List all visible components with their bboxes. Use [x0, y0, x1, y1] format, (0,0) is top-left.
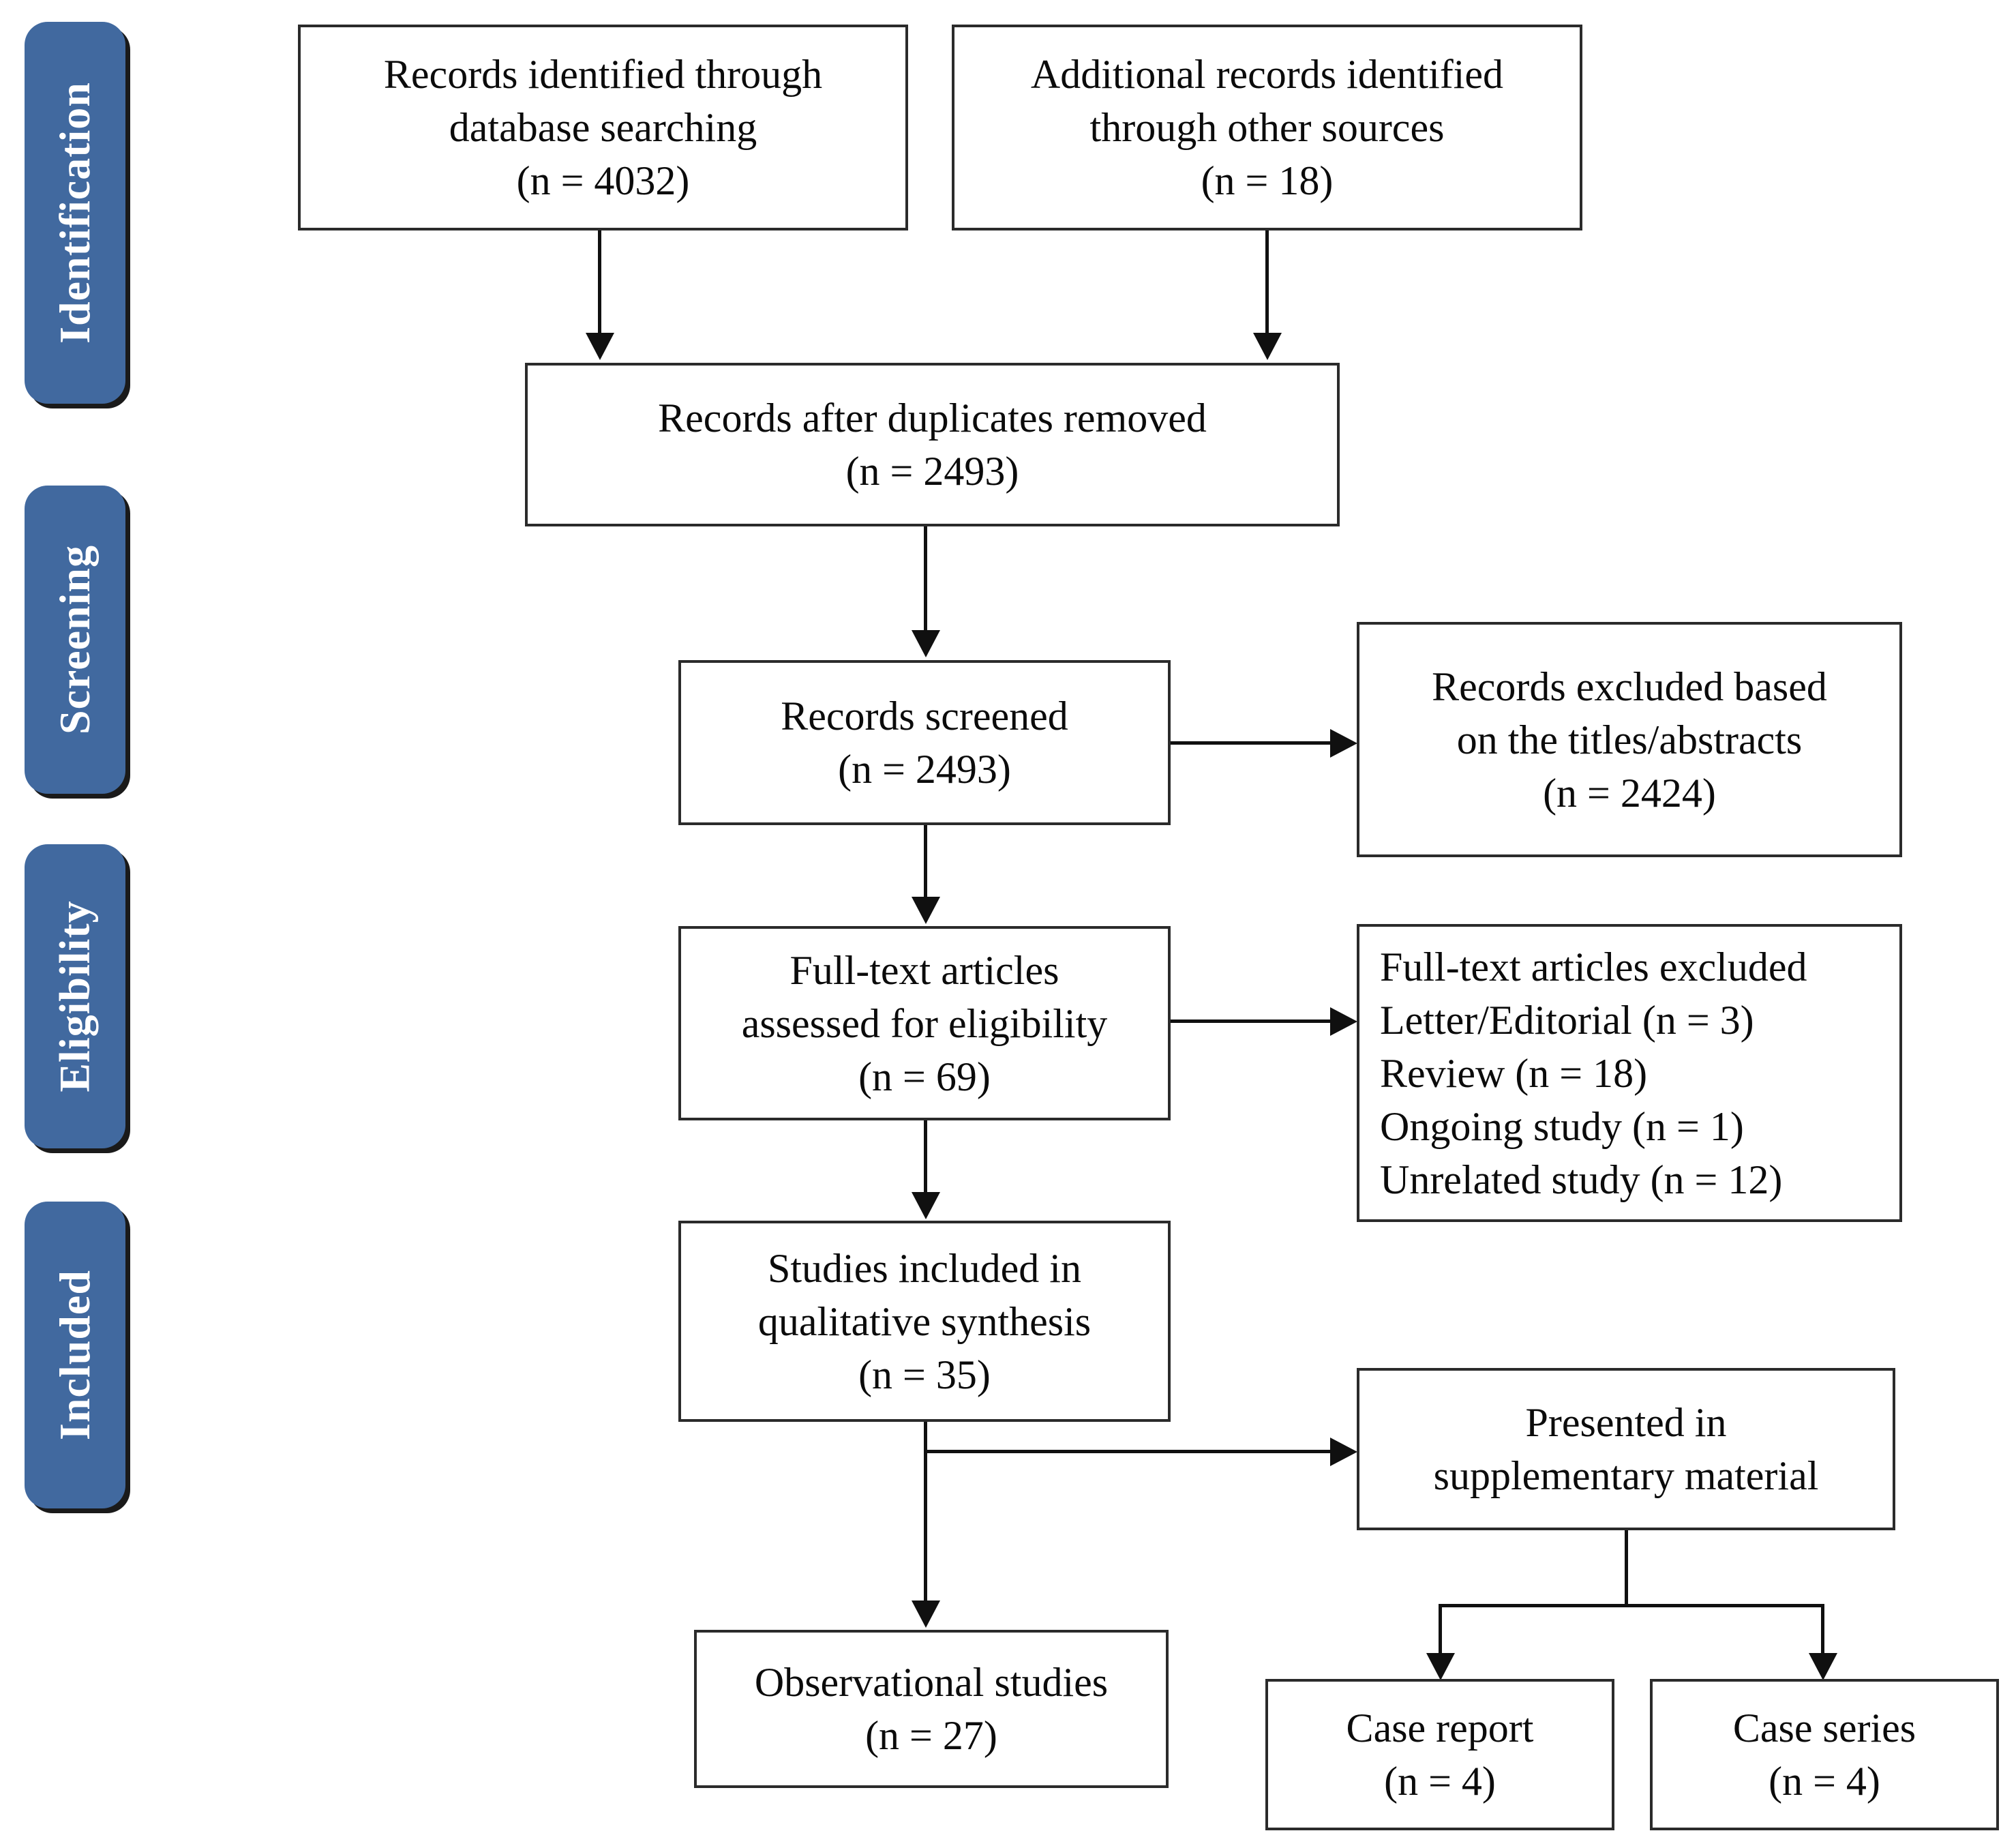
node-records-excluded-titles-abstracts-text: Records excluded based on the titles/abs…: [1432, 664, 1827, 816]
arrowhead-supplementary-to-case-report: [1426, 1653, 1455, 1680]
node-records-after-duplicates-removed: Records after duplicates removed (n = 24…: [525, 363, 1340, 526]
arrowhead-screened-to-excluded: [1330, 729, 1357, 758]
node-records-after-duplicates-removed-text: Records after duplicates removed (n = 24…: [658, 396, 1207, 494]
arrowhead-supplementary-to-case-series: [1809, 1653, 1837, 1680]
node-case-series-text: Case series (n = 4): [1732, 1706, 1916, 1804]
phase-label-included: Included: [25, 1202, 125, 1508]
node-studies-included-qualitative-synthesis-text: Studies included in qualitative synthesi…: [757, 1245, 1092, 1397]
arrowhead-synthesis-to-observational: [912, 1601, 940, 1628]
arrowhead-duplicates-to-screened: [912, 630, 940, 657]
phase-label-eligibility-text: Eligibility: [50, 900, 99, 1092]
phase-label-eligibility: Eligibility: [25, 844, 125, 1148]
phase-label-screening-text: Screening: [50, 544, 99, 735]
node-records-screened-text: Records screened (n = 2493): [781, 694, 1068, 792]
arrowhead-db-search-to-duplicates: [586, 333, 614, 360]
node-fulltext-articles-excluded: Full-text articles excluded Letter/Edito…: [1357, 924, 1902, 1222]
node-additional-records-other-sources-text: Additional records identified through ot…: [1030, 52, 1504, 203]
phase-label-identification-text: Identification: [50, 82, 99, 344]
node-records-excluded-titles-abstracts: Records excluded based on the titles/abs…: [1357, 622, 1902, 857]
connector-fulltext-to-synthesis: [924, 1120, 927, 1192]
node-fulltext-articles-excluded-text: Full-text articles excluded Letter/Edito…: [1380, 944, 1807, 1202]
phase-label-screening: Screening: [25, 486, 125, 794]
connector-supplementary-to-case-report: [1439, 1604, 1442, 1653]
node-records-database-searching-text: Records identified through database sear…: [383, 52, 823, 203]
arrowhead-fulltext-to-synthesis: [912, 1192, 940, 1219]
node-additional-records-other-sources: Additional records identified through ot…: [952, 25, 1582, 230]
node-fulltext-assessed-eligibility: Full-text articles assessed for eligibil…: [678, 926, 1171, 1120]
node-case-series: Case series (n = 4): [1650, 1679, 1999, 1830]
connector-supplementary-to-case-series: [1821, 1604, 1824, 1653]
node-studies-included-qualitative-synthesis: Studies included in qualitative synthesi…: [678, 1221, 1171, 1422]
connector-fulltext-to-excluded: [1171, 1019, 1330, 1023]
connector-supplementary-stem: [1625, 1530, 1628, 1607]
connector-db-search-to-duplicates: [598, 230, 601, 333]
phase-label-identification: Identification: [25, 22, 125, 404]
connector-synthesis-to-supplementary: [924, 1450, 1330, 1453]
arrowhead-screened-to-fulltext: [912, 897, 940, 924]
connector-synthesis-to-observational: [924, 1422, 927, 1601]
node-fulltext-assessed-eligibility-text: Full-text articles assessed for eligibil…: [741, 947, 1108, 1099]
arrowhead-fulltext-to-excluded: [1330, 1007, 1357, 1036]
connector-other-sources-to-duplicates: [1265, 230, 1269, 333]
node-records-database-searching: Records identified through database sear…: [298, 25, 908, 230]
node-presented-in-supplementary-material: Presented in supplementary material: [1357, 1368, 1895, 1530]
node-observational-studies-text: Observational studies (n = 27): [754, 1660, 1109, 1758]
arrowhead-synthesis-to-supplementary: [1330, 1438, 1357, 1466]
node-case-report-text: Case report (n = 4): [1346, 1706, 1534, 1804]
node-presented-in-supplementary-material-text: Presented in supplementary material: [1433, 1400, 1819, 1498]
node-case-report: Case report (n = 4): [1265, 1679, 1614, 1830]
node-observational-studies: Observational studies (n = 27): [694, 1630, 1169, 1788]
arrowhead-other-sources-to-duplicates: [1253, 333, 1282, 360]
connector-screened-to-fulltext: [924, 825, 927, 897]
connector-duplicates-to-screened: [924, 526, 927, 630]
connector-screened-to-excluded: [1171, 741, 1330, 745]
connector-supplementary-split: [1439, 1604, 1824, 1607]
node-records-screened: Records screened (n = 2493): [678, 660, 1171, 825]
phase-label-included-text: Included: [50, 1270, 99, 1440]
